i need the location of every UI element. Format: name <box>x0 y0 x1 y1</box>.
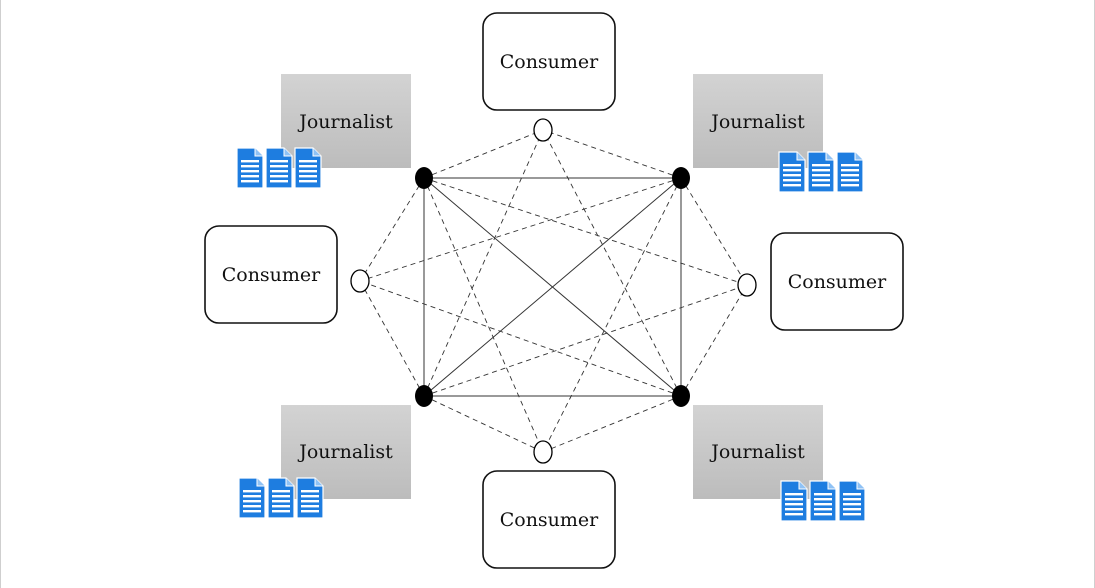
consumer-label: Consumer <box>500 509 599 531</box>
consumer-box-bottom: Consumer <box>482 470 616 569</box>
consumer-link <box>359 177 682 282</box>
consumer-link <box>423 284 748 397</box>
journalist-box-top-right: Journalist <box>693 74 823 168</box>
consumer-label: Consumer <box>500 51 599 73</box>
hub-node <box>415 167 433 189</box>
consumer-node <box>737 273 757 297</box>
consumer-link <box>542 395 682 453</box>
consumer-link <box>359 280 425 397</box>
document-stack-icon <box>236 147 322 189</box>
consumer-link <box>542 177 682 453</box>
consumer-link <box>423 177 544 453</box>
journalist-box-bottom-right: Journalist <box>693 405 823 499</box>
hub-node <box>672 167 690 189</box>
consumer-label: Consumer <box>788 271 887 293</box>
consumer-link <box>680 284 748 397</box>
consumer-box-right: Consumer <box>770 232 904 331</box>
consumer-link <box>359 280 682 397</box>
journalist-label: Journalist <box>709 441 805 463</box>
hub-node <box>672 385 690 407</box>
consumer-link <box>542 129 682 397</box>
network-edges <box>359 129 748 453</box>
document-stack-icon <box>238 477 324 519</box>
network-nodes <box>350 118 757 464</box>
document-stack-icon <box>780 480 866 522</box>
consumer-label: Consumer <box>222 264 321 286</box>
journalist-label: Journalist <box>297 441 393 463</box>
consumer-node <box>350 269 370 293</box>
consumer-link <box>423 395 544 453</box>
consumer-link <box>423 129 544 179</box>
consumer-link <box>423 177 748 286</box>
journalist-label: Journalist <box>709 111 805 133</box>
consumer-link <box>423 129 544 397</box>
journalist-label: Journalist <box>297 111 393 133</box>
consumer-link <box>680 177 748 286</box>
document-stack-icon <box>778 151 864 193</box>
hub-link <box>423 177 682 397</box>
consumer-node <box>533 440 553 464</box>
consumer-link <box>359 177 425 282</box>
consumer-node <box>533 118 553 142</box>
consumer-link <box>542 129 682 179</box>
consumer-box-left: Consumer <box>204 225 338 324</box>
hub-node <box>415 385 433 407</box>
consumer-box-top: Consumer <box>482 12 616 111</box>
